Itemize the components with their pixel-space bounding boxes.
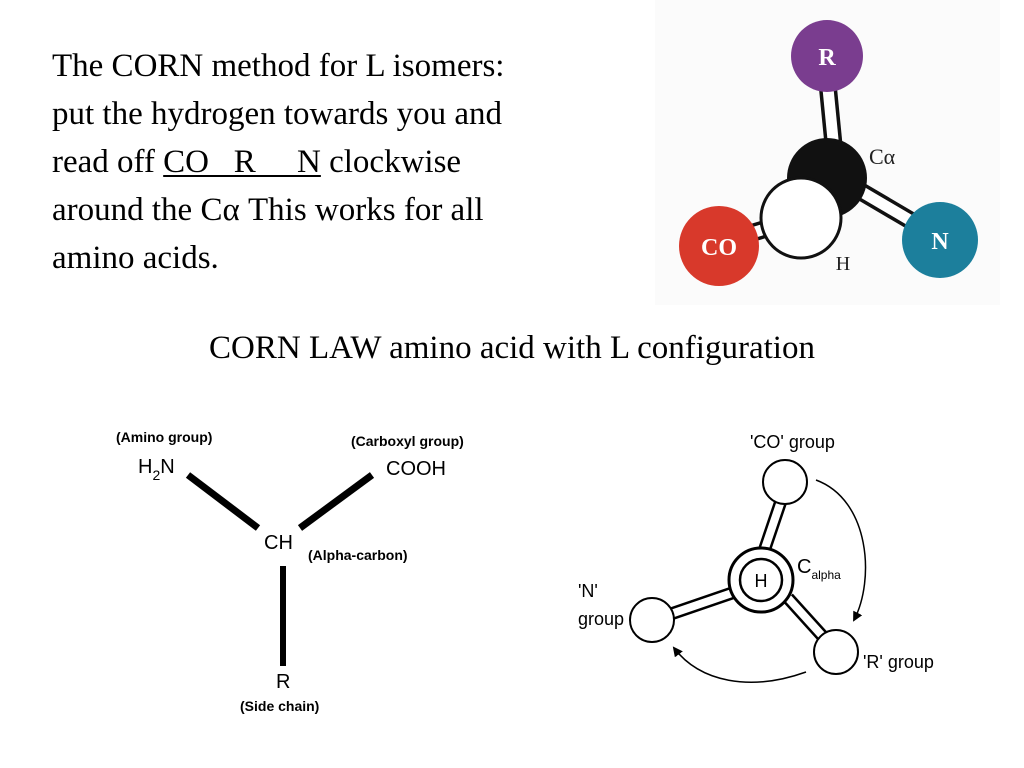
amino-h: H <box>138 456 152 478</box>
h-ball <box>759 176 843 260</box>
alpha-carbon-label: (Alpha-carbon) <box>308 547 408 563</box>
ball-model-diagram: R Cα N CO H <box>655 0 1000 305</box>
n-group-label-line1: 'N' <box>578 581 598 601</box>
carboxyl-group-label: (Carboxyl group) <box>351 433 464 449</box>
side-chain-label: (Side chain) <box>240 698 319 714</box>
bond-amino-alpha <box>185 472 261 531</box>
intro-line-3-after: clockwise <box>320 144 462 180</box>
co-group-label: 'CO' group <box>750 432 835 452</box>
intro-paragraph: The CORN method for L isomers: put the h… <box>52 42 652 282</box>
amino-group-label: (Amino group) <box>116 429 212 445</box>
intro-line-2: put the hydrogen towards you and <box>52 96 502 132</box>
wheel-diagram: H Calpha 'CO' group 'N' group 'R' group <box>578 432 934 683</box>
intro-underlined-order: CO R N <box>163 144 321 180</box>
subtitle: CORN LAW amino acid with L configuration <box>209 330 815 366</box>
bond-n-center-inner <box>663 588 737 620</box>
h-center-circle <box>738 557 784 603</box>
h-ball-label: H <box>836 253 850 275</box>
c-subscript: alpha <box>811 568 841 582</box>
amino-subscript: 2 <box>152 467 160 483</box>
amino-group-formula: H2N <box>138 456 175 483</box>
arrow-r-to-n <box>672 646 807 683</box>
amino-n: N <box>160 456 174 478</box>
intro-line-5: amino acids. <box>52 240 219 276</box>
h-label: H <box>755 571 768 591</box>
c-alpha-label: Calpha <box>797 556 841 582</box>
n-ball <box>902 202 978 278</box>
n-ball-label: N <box>931 229 949 255</box>
bond-r-center-inner <box>785 595 829 643</box>
co-ball-label: CO <box>701 235 737 261</box>
sidechain-r: R <box>276 671 290 693</box>
co-ball <box>762 459 808 505</box>
co-ball <box>679 206 759 286</box>
r-group-label: 'R' group <box>863 652 934 672</box>
r-ball <box>791 20 863 92</box>
structural-formula-diagram: (Amino group) H2N (Carboxyl group) COOH … <box>116 429 464 714</box>
intro-line-1: The CORN method for L isomers: <box>52 48 505 84</box>
n-group-label-line2: group <box>578 609 624 629</box>
calpha-label: Cα <box>869 144 896 169</box>
ch-formula: CH <box>264 532 293 554</box>
r-ball-label: R <box>818 45 836 71</box>
n-ball <box>629 597 675 643</box>
bond-carboxyl-alpha <box>297 472 375 531</box>
intro-line-4: around the Cα This works for all <box>52 192 484 228</box>
cooh-formula: COOH <box>386 458 446 480</box>
c-main: C <box>797 556 811 578</box>
intro-line-3-before: read off <box>52 144 164 180</box>
r-ball <box>813 629 859 675</box>
arrow-co-to-r <box>815 479 867 622</box>
